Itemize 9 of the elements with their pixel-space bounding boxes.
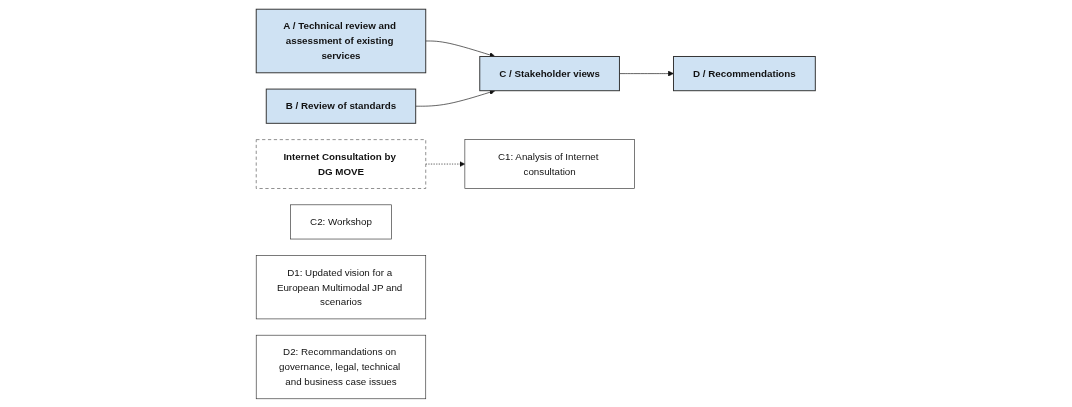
node-box: D1: Updated vision for a European Multimodal JP and scenarios	[256, 254, 427, 319]
node-box: D2: Recommandations on governance, legal, technical and business case issues	[256, 334, 427, 399]
node-box: C / Stakeholder views	[479, 55, 621, 91]
node-box: A / Technical review and assessment of existing services	[255, 8, 427, 73]
node-box: C1: Analysis of Internet consultation	[464, 138, 635, 189]
node-box: B / Review of standards	[266, 88, 417, 124]
node-box: D / Recommendations	[673, 55, 817, 91]
node-box: Internet Consultation by DG MOVE	[256, 138, 427, 189]
node-box: C2: Workshop	[290, 204, 392, 239]
